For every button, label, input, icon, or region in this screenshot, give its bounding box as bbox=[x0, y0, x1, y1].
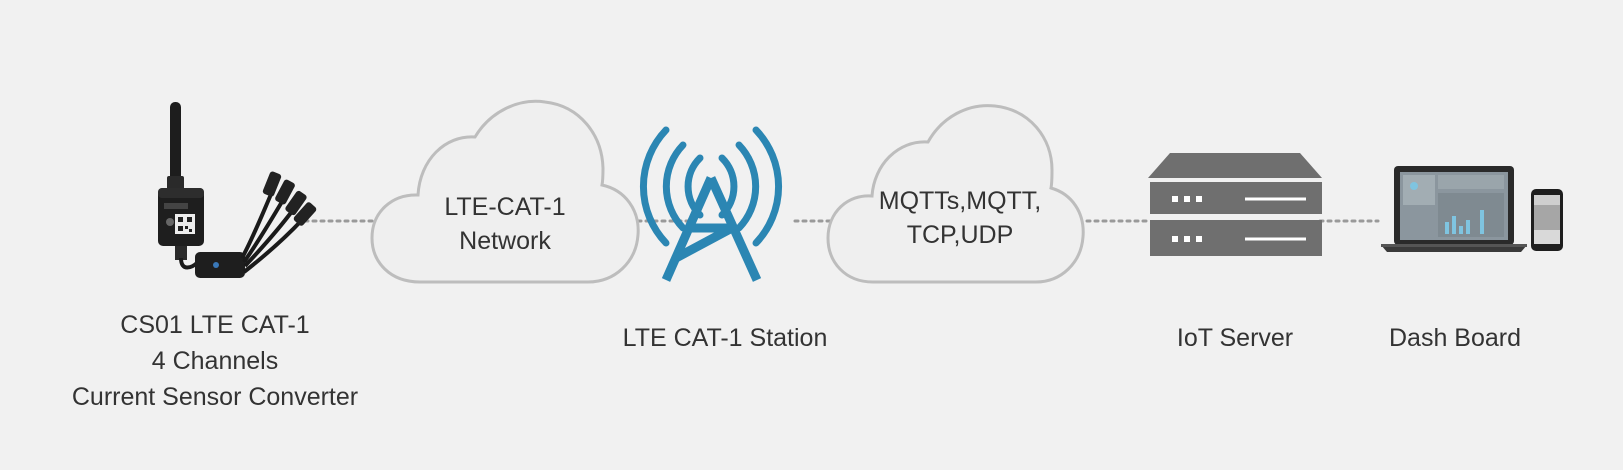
laptop-icon bbox=[1381, 166, 1527, 252]
protocol-cloud-line-2: TCP,UDP bbox=[906, 221, 1014, 249]
tower-icon bbox=[640, 126, 782, 282]
sensor-label: CS01 LTE CAT-1 4 Channels Current Sensor… bbox=[40, 307, 390, 415]
server-icon bbox=[1148, 153, 1322, 256]
network-cloud-icon bbox=[370, 99, 640, 284]
sensor-label-line-3: Current Sensor Converter bbox=[71, 383, 359, 411]
protocol-cloud-icon bbox=[826, 104, 1085, 284]
protocol-cloud-line-1: MQTTs,MQTT, bbox=[878, 187, 1042, 215]
sensor-label-line-1: CS01 LTE CAT-1 bbox=[120, 311, 310, 339]
sensor-label-line-2: 4 Channels bbox=[151, 347, 279, 375]
server-label: IoT Server bbox=[1176, 324, 1294, 352]
network-cloud-line-2: Network bbox=[459, 227, 551, 255]
network-cloud-line-1: LTE-CAT-1 bbox=[444, 193, 566, 221]
dashboard-label: Dash Board bbox=[1388, 324, 1522, 352]
station-label: LTE CAT-1 Station bbox=[622, 324, 828, 352]
network-cloud-text: LTE-CAT-1 Network bbox=[430, 190, 580, 258]
sensor-device-icon bbox=[158, 102, 317, 278]
phone-icon bbox=[1531, 189, 1563, 251]
protocol-cloud-text: MQTTs,MQTT, TCP,UDP bbox=[870, 184, 1050, 252]
